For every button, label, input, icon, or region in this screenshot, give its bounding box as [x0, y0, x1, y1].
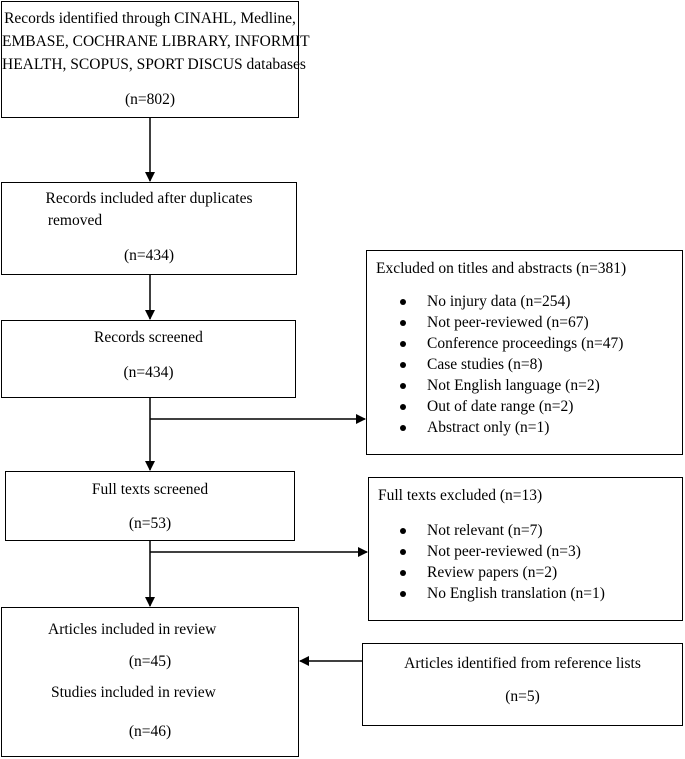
duplicates-removed-line-1: Records included after duplicates	[45, 190, 253, 207]
full-texts-excluded-list: Not relevant (n=7) Not peer-reviewed (n=…	[376, 520, 605, 604]
full-texts-excluded-item: Not peer-reviewed (n=3)	[376, 541, 605, 562]
bullet-icon	[400, 299, 406, 305]
records-screened-label: Records screened	[94, 329, 203, 346]
records-identified-box: Records identified through CINAHL, Medli…	[1, 1, 310, 118]
bullet-icon	[400, 591, 406, 597]
included-in-review-box: Articles included in review (n=45) Studi…	[1, 607, 299, 757]
records-identified-line-3: HEALTH, SCOPUS, SPORT DISCUS databases	[2, 56, 306, 73]
records-screened-box: Records screened (n=434)	[1, 320, 296, 398]
bullet-icon	[400, 404, 406, 410]
excluded-titles-item: Conference proceedings (n=47)	[376, 333, 623, 354]
reference-lists-count: (n=5)	[505, 688, 540, 705]
records-identified-line-1: Records identified through CINAHL, Medli…	[4, 10, 296, 27]
excluded-titles-item: Not peer-reviewed (n=67)	[376, 312, 623, 333]
full-texts-excluded-item: Not relevant (n=7)	[376, 520, 605, 541]
excluded-titles-item: Out of date range (n=2)	[376, 396, 623, 417]
bullet-icon	[400, 549, 406, 555]
duplicates-removed-line-2: removed	[47, 212, 103, 229]
duplicates-removed-box: Records included after duplicates remove…	[1, 182, 297, 275]
full-texts-screened-box: Full texts screened (n=53)	[5, 471, 295, 541]
reference-lists-label: Articles identified from reference lists	[404, 655, 641, 672]
full-texts-excluded-heading: Full texts excluded (n=13)	[378, 487, 543, 504]
records-identified-count: (n=802)	[124, 91, 176, 108]
excluded-titles-list: No injury data (n=254) Not peer-reviewed…	[376, 291, 623, 438]
bullet-icon	[400, 425, 406, 431]
excluded-titles-box: Excluded on titles and abstracts (n=381)…	[366, 250, 683, 455]
bullet-icon	[400, 528, 406, 534]
duplicates-removed-count: (n=434)	[123, 247, 175, 264]
excluded-titles-item: Case studies (n=8)	[376, 354, 623, 375]
full-texts-excluded-box: Full texts excluded (n=13) Not relevant …	[368, 477, 683, 621]
bullet-icon	[400, 341, 406, 347]
records-screened-count: (n=434)	[123, 364, 174, 381]
bullet-icon	[400, 570, 406, 576]
articles-included-count: (n=45)	[128, 653, 172, 670]
studies-included-label: Studies included in review	[51, 684, 216, 701]
reference-lists-box: Articles identified from reference lists…	[362, 643, 683, 726]
excluded-titles-item: No injury data (n=254)	[376, 291, 623, 312]
full-texts-screened-count: (n=53)	[128, 515, 172, 532]
full-texts-screened-label: Full texts screened	[91, 481, 209, 498]
excluded-titles-item: Abstract only (n=1)	[376, 417, 623, 438]
studies-included-count: (n=46)	[128, 723, 172, 740]
full-texts-excluded-item: Review papers (n=2)	[376, 562, 605, 583]
full-texts-excluded-item: No English translation (n=1)	[376, 583, 605, 604]
excluded-titles-item: Not English language (n=2)	[376, 375, 623, 396]
bullet-icon	[400, 320, 406, 326]
articles-included-label: Articles included in review	[48, 621, 217, 638]
bullet-icon	[400, 383, 406, 389]
excluded-titles-heading: Excluded on titles and abstracts (n=381)	[376, 260, 627, 277]
records-identified-line-2: EMBASE, COCHRANE LIBRARY, INFORMIT	[2, 33, 310, 50]
bullet-icon	[400, 362, 406, 368]
